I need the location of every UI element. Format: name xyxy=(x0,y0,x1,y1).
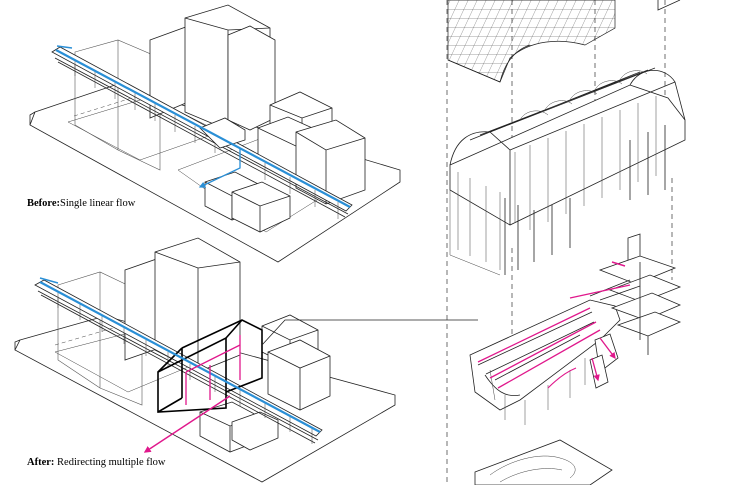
roof-grid-shell xyxy=(447,0,681,83)
caption-after: After: Redirecting multiple flow xyxy=(27,457,166,468)
before-diagram xyxy=(29,4,401,263)
station-magenta-flow xyxy=(477,261,631,389)
before-low-buildings xyxy=(204,91,366,233)
caption-after-bold: After: xyxy=(27,457,55,468)
caption-before-text: Single linear flow xyxy=(60,198,136,209)
before-ghost-volume xyxy=(74,39,161,171)
after-diagram xyxy=(14,237,478,483)
caption-before: Before:Single linear flow xyxy=(27,198,135,209)
station-platform-level xyxy=(469,233,682,425)
after-low-buildings xyxy=(199,314,331,453)
vaulted-roof-structure xyxy=(449,67,686,276)
before-blue-flow xyxy=(55,45,351,208)
ground-plan-slab xyxy=(474,439,613,485)
callout-leader-line xyxy=(261,319,478,346)
exploded-axon xyxy=(446,0,686,485)
after-station-volume xyxy=(157,319,263,413)
after-ghost-volume xyxy=(57,271,143,406)
after-blue-flow xyxy=(39,277,321,433)
after-magenta-flow xyxy=(143,335,241,453)
caption-after-text: Redirecting multiple flow xyxy=(54,457,166,468)
before-tall-towers xyxy=(149,4,276,131)
caption-before-bold: Before: xyxy=(27,198,61,209)
